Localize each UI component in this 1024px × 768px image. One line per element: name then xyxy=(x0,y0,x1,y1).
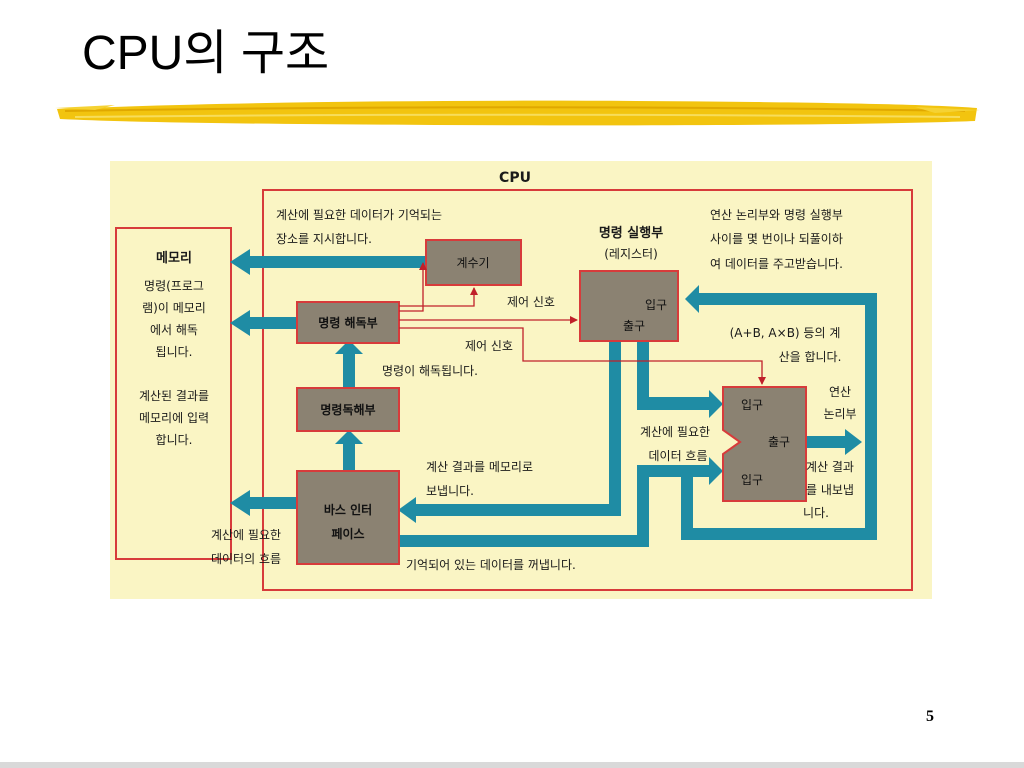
fetch-note: 기억되어 있는 데이터를 꺼냅니다. xyxy=(406,558,576,572)
control-signal-label-1: 제어 신호 xyxy=(507,295,555,309)
arrow-bus-up xyxy=(335,430,363,471)
arrow-decoder-unit-to-memory xyxy=(230,310,297,336)
alu-name-line-2: 논리부 xyxy=(823,407,856,421)
cpu-frame xyxy=(262,189,913,591)
alu-exchange-note-line-1: 연산 논리부와 명령 실행부 xyxy=(710,207,843,222)
data-flow-left-line-2: 데이터의 흐름 xyxy=(211,552,281,566)
alu-result-line-2: 를 내보냅 xyxy=(806,483,854,497)
memory-desc-line-4: 됩니다. xyxy=(156,345,193,359)
decoder-unit-label: 명령 해독부 xyxy=(318,316,377,330)
alu-exchange-note-line-3: 여 데이터를 주고받습니다. xyxy=(710,257,843,271)
alu-result-line-1: 계산 결과 xyxy=(806,460,854,474)
counter-box xyxy=(425,239,522,286)
alu-exchange-note-line-2: 사이를 몇 번이나 되풀이하 xyxy=(710,232,843,246)
decoder-box xyxy=(296,387,400,432)
address-note-line-2: 장소를 지시합니다. xyxy=(276,232,372,246)
diagram-background xyxy=(110,161,932,599)
bus-interface-box xyxy=(296,470,400,565)
alu-result-line-3: 니다. xyxy=(803,506,829,520)
cpu-label: CPU xyxy=(499,170,531,186)
execution-unit-box xyxy=(579,270,679,342)
title-underline-stroke xyxy=(55,100,980,126)
data-flow-mid-line-1: 계산에 필요한 xyxy=(640,425,710,439)
arrow-bus-to-exec xyxy=(398,457,723,547)
memory-title: 메모리 xyxy=(156,250,192,266)
decoder-label: 명령독해부 xyxy=(320,403,375,417)
memory-result-line-1: 계산된 결과를 xyxy=(139,389,209,403)
bus-interface-label-1: 바스 인터 xyxy=(324,502,372,517)
memory-result-line-3: 합니다. xyxy=(156,433,193,447)
arrow-exec-to-alu xyxy=(637,341,723,418)
bus-interface-label-2: 페이스 xyxy=(331,526,364,541)
bottom-rule xyxy=(0,762,1024,768)
cpu-structure-diagram: CPU 메모리 명령(프로그 램)이 메모리 에서 해독 됩니다. 계산된 결과… xyxy=(110,161,932,599)
execution-output-label: 출구 xyxy=(623,319,645,333)
alu-input-2-label: 입구 xyxy=(741,473,763,487)
execution-unit-subtitle: (레지스터) xyxy=(604,247,658,261)
execution-unit-title: 명령 실행부 xyxy=(599,225,663,241)
alu-output-label: 출구 xyxy=(768,435,790,449)
memory-desc-line-2: 램)이 메모리 xyxy=(142,301,206,315)
address-note-line-1: 계산에 필요한 데이터가 기억되는 xyxy=(276,208,442,222)
decoder-unit-box xyxy=(296,301,400,344)
memory-result-line-2: 메모리에 입력 xyxy=(139,411,209,425)
arrow-alu-output xyxy=(805,429,862,455)
memory-box xyxy=(115,227,232,560)
send-result-line-2: 보냅니다. xyxy=(426,484,474,498)
control-signal-label-2: 제어 신호 xyxy=(465,339,513,353)
signal-decoder-to-alu xyxy=(399,327,766,385)
signal-decoder-to-counter-2 xyxy=(399,287,478,307)
arrow-decoder-up xyxy=(335,340,363,388)
slide-title: CPU의 구조 xyxy=(82,27,330,80)
calc-example-line-1: (A+B, A×B) 등의 계 xyxy=(730,326,841,340)
data-flow-mid-line-2: 데이터 흐름 xyxy=(648,449,707,463)
arrow-counter-to-memory xyxy=(230,249,426,275)
decoded-note: 명령이 해독됩니다. xyxy=(382,364,478,378)
execution-input-label: 입구 xyxy=(645,298,667,312)
memory-desc-line-1: 명령(프로그 xyxy=(144,279,204,293)
alu-name-line-1: 연산 xyxy=(829,385,851,399)
alu-box xyxy=(722,386,807,502)
arrow-exec-to-bus xyxy=(398,341,621,523)
page-number: 5 xyxy=(926,708,934,725)
send-result-line-1: 계산 결과를 메모리로 xyxy=(426,460,533,474)
calc-example-line-2: 산을 합니다. xyxy=(779,350,842,364)
memory-desc-line-3: 에서 해독 xyxy=(150,323,198,337)
data-flow-left-line-1: 계산에 필요한 xyxy=(211,528,281,542)
arrow-bus-to-memory xyxy=(230,490,297,516)
alu-input-1-label: 입구 xyxy=(741,398,763,412)
signal-decoder-to-counter xyxy=(399,262,427,312)
counter-label: 계수기 xyxy=(456,256,489,270)
